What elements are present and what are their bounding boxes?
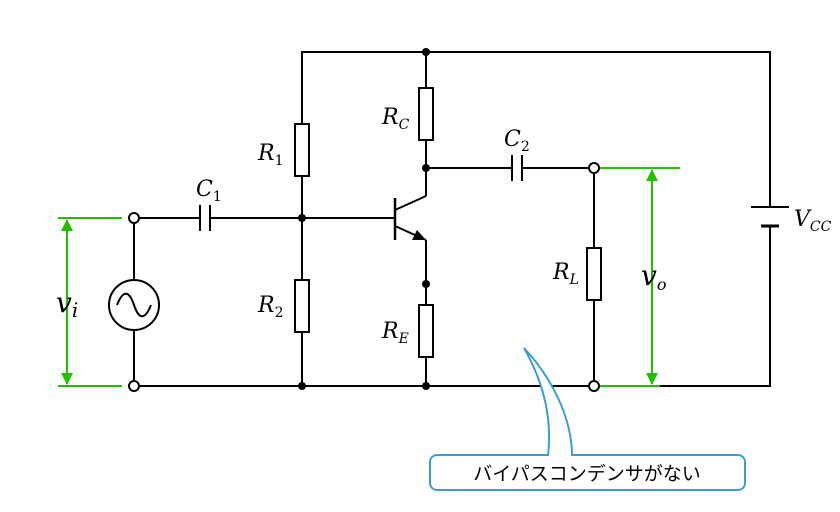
vi-label: vi xyxy=(56,286,78,322)
re-label: RE xyxy=(381,319,409,347)
vcc-label: VCC xyxy=(794,207,832,235)
rc-label: RC xyxy=(381,105,410,133)
battery-vcc xyxy=(751,206,789,228)
resistor-rc xyxy=(418,87,434,141)
rl-label: RL xyxy=(552,260,579,288)
c2-label: C2 xyxy=(504,127,530,155)
input-voltage-indicator xyxy=(58,217,122,387)
output-voltage-indicator xyxy=(600,167,680,387)
callout-text: バイパスコンデンサがない xyxy=(473,463,701,485)
vo-label: vo xyxy=(641,259,666,294)
capacitor-c2 xyxy=(511,155,523,181)
resistor-r1 xyxy=(294,123,310,177)
sine-wave-icon xyxy=(116,292,152,318)
ac-source xyxy=(108,279,160,331)
resistor-r2 xyxy=(294,279,310,333)
resistor-rl xyxy=(586,247,602,301)
wires xyxy=(133,51,771,387)
npn-transistor xyxy=(393,195,427,241)
capacitor-c1 xyxy=(199,205,211,231)
emitter-arrow-icon xyxy=(412,230,426,240)
r1-label: R1 xyxy=(257,141,284,169)
terminals xyxy=(128,162,600,392)
r2-label: R2 xyxy=(257,293,284,321)
junction-dots xyxy=(298,48,430,390)
c1-label: C1 xyxy=(196,177,222,205)
resistor-re xyxy=(418,304,434,358)
callout-bubble xyxy=(429,347,746,491)
